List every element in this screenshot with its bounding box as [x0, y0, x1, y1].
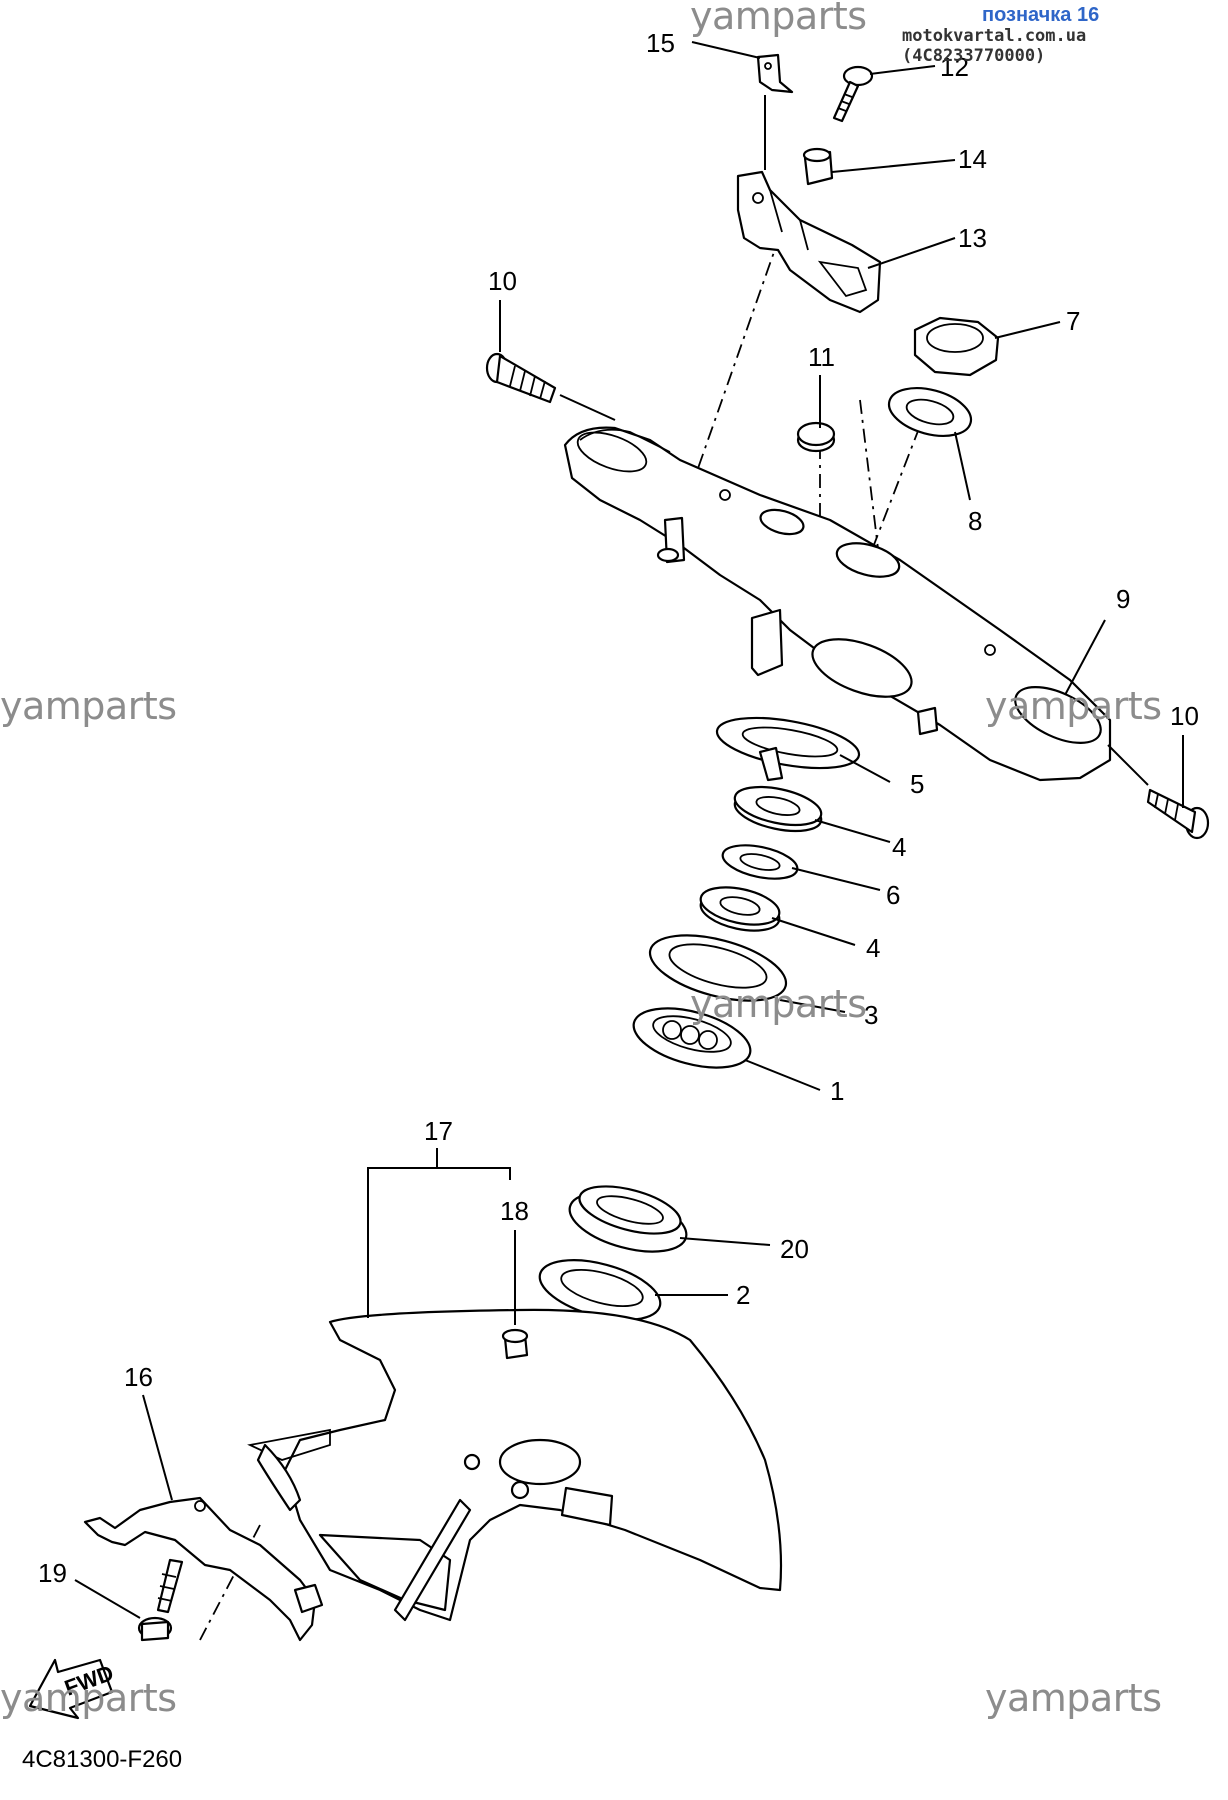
- leader-20: [679, 1237, 771, 1246]
- leader-4a: [814, 819, 891, 843]
- leader-15: [691, 41, 761, 59]
- lock-washer-5: [715, 716, 861, 782]
- pointer-line: [559, 394, 616, 421]
- callout-11: 11: [808, 342, 835, 372]
- callout-13: 13: [958, 223, 987, 253]
- nut-7: [913, 316, 1000, 377]
- axis-line: [669, 234, 781, 549]
- callout-19: 19: [38, 1558, 67, 1588]
- callout-17: 17: [424, 1116, 453, 1146]
- leader-14: [831, 159, 956, 173]
- header-tag: позначка 16: [982, 4, 1100, 26]
- callout-5: 5: [910, 769, 924, 799]
- leader-8: [954, 431, 971, 501]
- callout-7: 7: [1066, 306, 1080, 336]
- clip-nut-15: [756, 53, 794, 94]
- callout-3: 3: [864, 1000, 878, 1030]
- washer-6: [721, 844, 799, 880]
- leader-1: [744, 1059, 821, 1091]
- callout-8: 8: [968, 506, 982, 536]
- callout-6: 6: [886, 880, 900, 910]
- leader-6: [791, 867, 881, 891]
- callout-16: 16: [124, 1362, 153, 1392]
- race-3: [648, 934, 788, 1002]
- callout-1: 1: [830, 1076, 844, 1106]
- watermark: yamparts: [0, 684, 177, 728]
- callout-4-upper: 4: [892, 832, 906, 862]
- seal-20: [568, 1185, 688, 1253]
- callout-12: 12: [940, 52, 969, 82]
- collar-14: [802, 147, 834, 186]
- leader-9: [1064, 619, 1106, 696]
- callout-15: 15: [646, 28, 675, 58]
- under-bracket-17: [247, 1308, 783, 1622]
- pointer-line: [1107, 744, 1149, 786]
- bracket-17: [367, 1148, 511, 1318]
- bearing-1: [632, 1007, 752, 1069]
- leader-7: [994, 321, 1061, 339]
- ring-nut-4-upper: [733, 785, 823, 833]
- watermark: yamparts: [690, 0, 867, 38]
- callout-9: 9: [1116, 584, 1130, 614]
- watermark: yamparts: [690, 982, 867, 1026]
- leader-4b: [771, 917, 856, 946]
- callout-4-lower: 4: [866, 933, 880, 963]
- bolt-10-upper: [485, 352, 557, 404]
- header-site: motokvartal.com.ua (4C8233770000): [902, 26, 1087, 66]
- leader-19: [74, 1579, 141, 1619]
- callout-18: 18: [500, 1196, 529, 1226]
- axis-line: [869, 399, 931, 556]
- washer-8: [887, 387, 973, 437]
- watermark: yamparts: [985, 684, 1162, 728]
- screw-12: [832, 65, 874, 123]
- leader-16: [142, 1394, 173, 1501]
- collar-18: [501, 1328, 529, 1360]
- leader-5: [839, 754, 891, 783]
- cap-11: [796, 421, 836, 453]
- bracket-13: [736, 170, 882, 314]
- watermark: yamparts: [0, 1676, 177, 1720]
- footer-code: 4C81300-F260: [22, 1746, 183, 1773]
- callout-2: 2: [736, 1280, 750, 1310]
- upper-bracket-9: [563, 426, 1112, 782]
- callout-10-upper: 10: [488, 266, 517, 296]
- bolt-10-lower: [1146, 788, 1210, 840]
- leader-3: [779, 999, 846, 1013]
- leader-12: [869, 65, 936, 75]
- bracket-16: [83, 1496, 324, 1642]
- callout-14: 14: [958, 144, 987, 174]
- ring-nut-4-lower: [699, 886, 781, 932]
- callout-10-lower: 10: [1170, 701, 1199, 731]
- callout-20: 20: [780, 1234, 809, 1264]
- watermark: yamparts: [985, 1676, 1162, 1720]
- leader-13: [867, 237, 956, 269]
- bolt-19: [137, 1558, 184, 1642]
